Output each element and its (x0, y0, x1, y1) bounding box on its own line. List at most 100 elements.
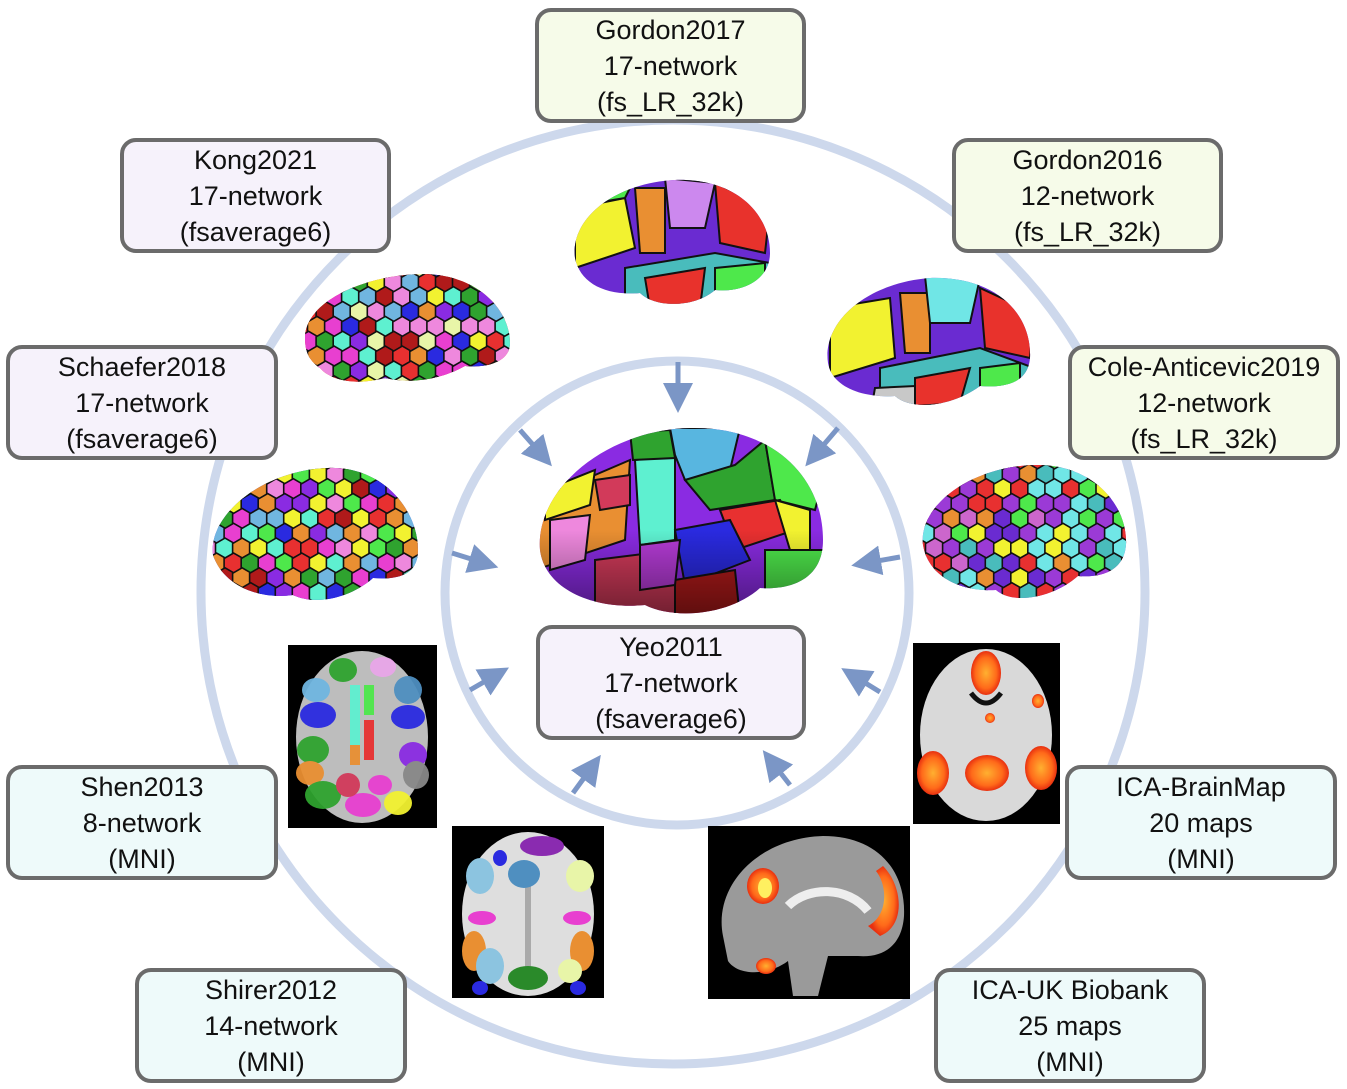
parcel-region (368, 467, 389, 472)
atlas-networks: 12-network (1137, 387, 1271, 418)
parcel-region (274, 581, 296, 600)
atlas-networks: 20 maps (1149, 807, 1253, 838)
atlas-networks: 12-network (1020, 180, 1155, 211)
parcel-region (494, 273, 510, 280)
parcel-region (933, 581, 955, 598)
parcel-region (1018, 581, 1040, 598)
atlas-name: Gordon2017 (595, 14, 746, 45)
parcel-region (325, 581, 347, 600)
axial-mri-parcellation-icon (296, 651, 429, 823)
parcel-region (477, 273, 498, 280)
atlas-box-gordon2016: Gordon2016 12-network (fs_LR_32k) (952, 138, 1223, 253)
parcel-region (1078, 566, 1099, 591)
parcel-region (967, 581, 989, 598)
brain-image-yeo2011 (535, 420, 825, 618)
atlas-networks: 8-network (82, 807, 202, 838)
arrow-icon-top-left (518, 428, 552, 467)
parcel-region (212, 507, 219, 532)
parcel-region (212, 492, 227, 517)
atlas-box-shen2013: Shen2013 8-network (MNI) (6, 765, 278, 880)
parcel-region (315, 273, 337, 295)
atlas-space: (fs_LR_32k) (596, 86, 745, 117)
parcel-region (357, 273, 379, 280)
parcel-region (922, 581, 937, 598)
parcel-region (485, 360, 507, 382)
parcel-region (922, 465, 937, 487)
atlas-box-ica-ukbiobank: ICA-UK Biobank 25 maps (MNI) (934, 968, 1206, 1083)
parcel-region (402, 477, 418, 502)
sagittal-mri-activation-icon (721, 836, 905, 996)
atlas-name: Schaefer2018 (57, 351, 227, 382)
parcel-region (1103, 581, 1125, 598)
parcel-region (315, 360, 337, 382)
parcel-region (214, 566, 236, 591)
parcel-region (468, 360, 490, 382)
cortical-surface-icon (827, 277, 1031, 405)
parcel-region (924, 465, 946, 472)
parcel-region (282, 467, 304, 472)
parcel-region (212, 477, 219, 502)
axial-mri-parcellation-icon (462, 832, 594, 996)
parcel-region (257, 581, 279, 600)
brain-image-gordon2017 (565, 168, 775, 313)
parcel-region (305, 374, 311, 382)
atlas-box-kong2021: Kong2021 17-network (fsaverage6) (120, 138, 391, 253)
center-box-yeo2011: Yeo2011 17-network (fsaverage6) (536, 625, 806, 740)
center-name: Yeo2011 (619, 631, 723, 662)
parcel-region (342, 581, 364, 600)
parcel-region (1112, 465, 1127, 472)
atlas-space: (MNI) (1036, 1046, 1104, 1077)
arrow-icon-top-right (805, 426, 840, 467)
parcel-region (950, 581, 972, 598)
parcel-region (451, 360, 473, 382)
parcel-region (402, 566, 418, 591)
parcel-region (323, 273, 345, 280)
atlas-space: (MNI) (237, 1046, 305, 1077)
atlas-networks: 17-network (603, 50, 738, 81)
parcel-region (212, 566, 219, 591)
arrows-group (451, 362, 901, 795)
parcel-region (410, 581, 418, 600)
parcel-region (393, 467, 415, 487)
atlas-networks: 14-network (204, 1010, 338, 1041)
parcel-region (984, 581, 1006, 598)
parcel-region (212, 467, 219, 472)
inner-ring (440, 356, 914, 830)
parcel-region (1086, 581, 1108, 598)
parcel-region (1112, 477, 1127, 502)
parcel-region (410, 467, 418, 487)
parcel-region (223, 581, 245, 600)
parcel-region (393, 581, 415, 600)
parcel-region (368, 566, 389, 591)
parcel-region (1035, 581, 1057, 598)
parcel-region (214, 467, 236, 472)
atlas-space: (MNI) (108, 843, 176, 874)
parcel-region (1120, 581, 1127, 598)
atlas-box-gordon2017: Gordon2017 17-network (fs_LR_32k) (535, 8, 806, 123)
axial-mri-activation-icon (917, 649, 1057, 821)
parcel-region (305, 273, 311, 280)
parcel-region (308, 581, 330, 600)
arrow-icon-lower-right (841, 668, 882, 697)
parcel-region (376, 581, 398, 600)
parcel-region (223, 467, 245, 487)
atlas-networks: 17-network (75, 387, 209, 418)
atlas-box-schaefer2018: Schaefer2018 17-network (fsaverage6) (6, 345, 278, 460)
parcel-region (460, 374, 481, 382)
arrow-icon-bottom-right (762, 750, 794, 787)
scan-image-ica-brainmap (913, 643, 1060, 824)
center-networks: 17-network (604, 667, 738, 698)
atlas-box-shirer2012: Shirer2012 14-network (MNI) (135, 968, 407, 1083)
parcel-region (924, 566, 946, 591)
atlas-name: Shirer2012 (204, 974, 338, 1005)
atlas-name: ICA-UK Biobank (971, 974, 1169, 1005)
parcel-region (231, 467, 253, 472)
brain-image-gordon2016 (820, 268, 1034, 416)
parcel-region (1095, 465, 1116, 472)
parcel-region (1120, 522, 1127, 547)
parcel-region (305, 285, 311, 310)
parcel-region (359, 581, 381, 600)
parcel-region (1001, 581, 1023, 598)
atlas-space: (fs_LR_32k) (1130, 423, 1278, 454)
parcel-region (443, 374, 464, 382)
